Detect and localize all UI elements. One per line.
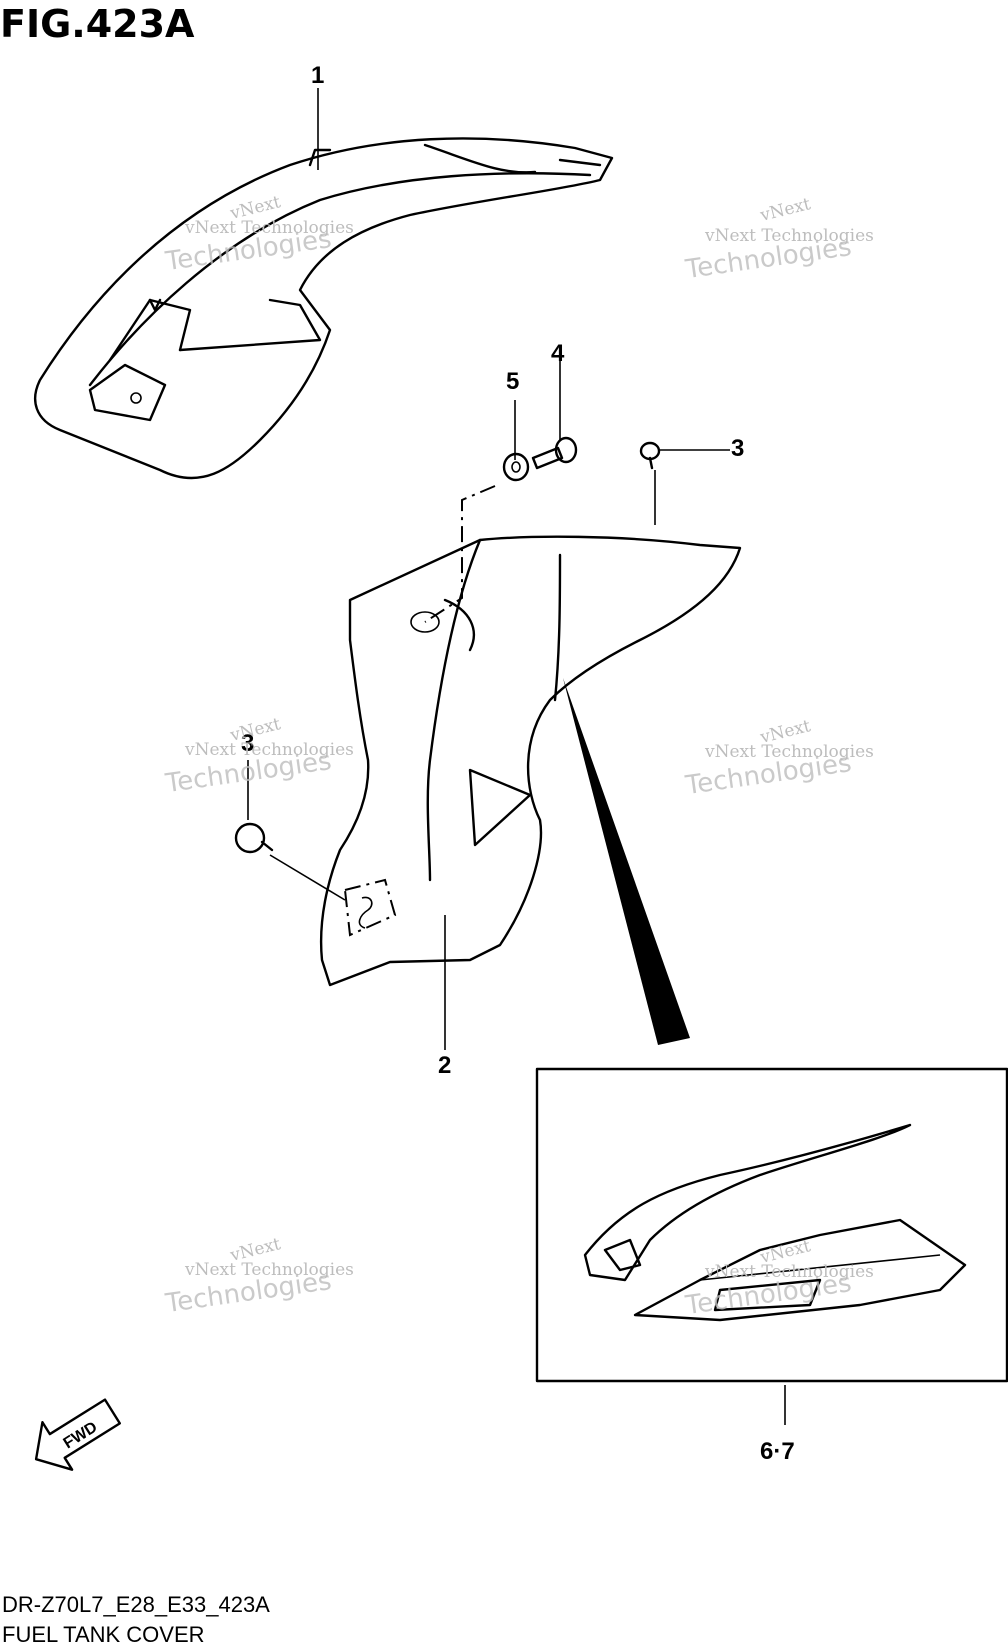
callout-5: 5 <box>506 368 520 395</box>
part-6-7-emblem <box>583 1123 967 1322</box>
part-1-shroud <box>33 137 614 480</box>
callout-3-upper: 3 <box>731 435 745 462</box>
part-3-screw-upper <box>639 441 661 470</box>
part-3-screw-lower <box>234 822 274 854</box>
figure-title: FIG.423A <box>0 2 195 46</box>
detail-box <box>535 1067 1008 1383</box>
callout-6-7: 6·7 <box>760 1438 795 1465</box>
callout-4: 4 <box>551 340 565 367</box>
callout-1: 1 <box>311 62 325 89</box>
detail-pointer <box>563 678 690 1045</box>
part-4-bolt <box>531 436 578 470</box>
part-2-side-cover <box>319 535 742 987</box>
diagram-name: FUEL TANK COVER <box>2 1622 205 1647</box>
part-5-washer <box>502 452 530 482</box>
callout-3-lower: 3 <box>241 730 255 757</box>
callout-2: 2 <box>438 1052 452 1079</box>
diagram-code: DR-Z70L7_E28_E33_423A <box>2 1592 270 1617</box>
fwd-arrow: FWD <box>34 1398 122 1471</box>
